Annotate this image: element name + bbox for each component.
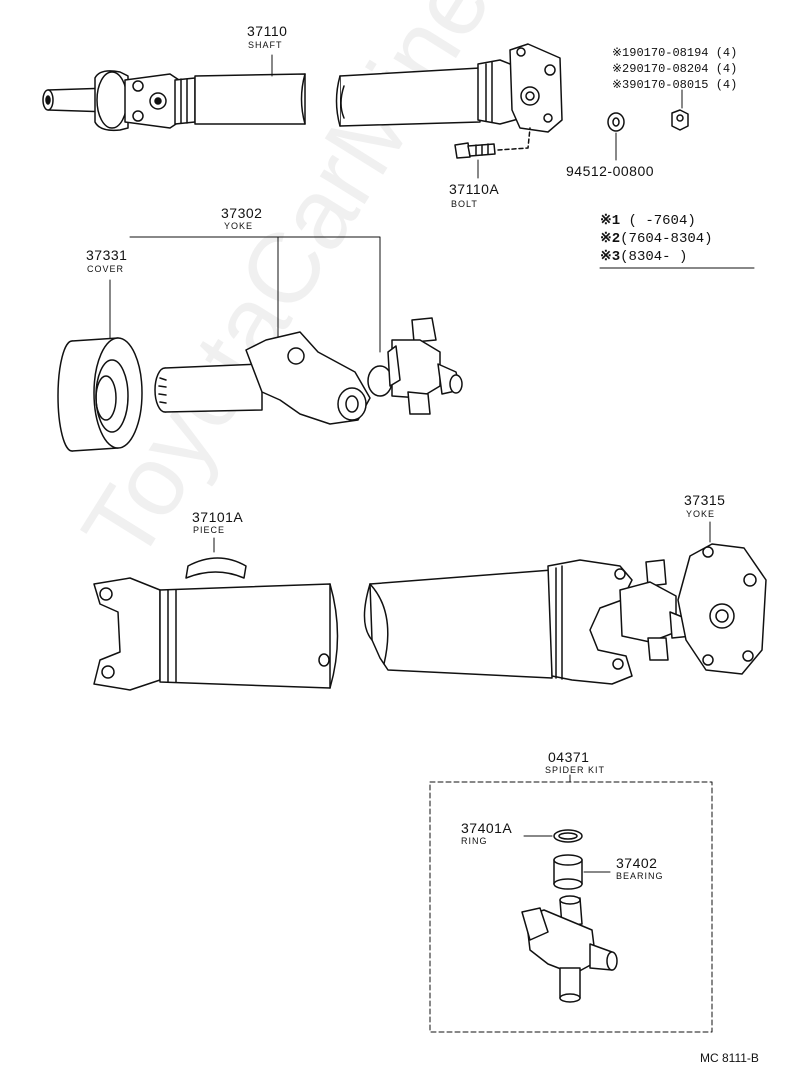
part-number-bolt: 37110A: [449, 181, 500, 197]
nut-variant-2: ※290170-08204 (4): [612, 62, 738, 76]
part-number-shaft: 37110: [247, 23, 288, 39]
legend-row-1: ※1 ( -7604): [600, 213, 696, 229]
part-name-cover: COVER: [87, 264, 125, 274]
part-number-piece: 37101A: [192, 509, 244, 525]
part-number-nut: 94512-00800: [566, 163, 655, 179]
part-number-bearing: 37402: [616, 855, 658, 871]
spider-kit-drawing: [429, 774, 713, 1033]
legend-row-2: ※2(7604-8304): [600, 231, 713, 247]
legend-row-3: ※3(8304- ): [600, 249, 688, 265]
front-yoke-drawing: [57, 236, 463, 452]
part-name-shaft: SHAFT: [248, 40, 283, 50]
nut-variant-list: ※190170-08194 (4) ※290170-08204 (4) ※390…: [612, 45, 737, 93]
shaft-assembly-drawing: [42, 43, 689, 179]
propeller-shaft-drawing: [93, 521, 767, 691]
part-name-bolt: BOLT: [451, 199, 478, 209]
part-name-spider-kit: SPIDER KIT: [545, 765, 606, 775]
part-number-ring: 37401A: [461, 820, 513, 836]
diagram-code: MC 8111-B: [700, 1051, 759, 1065]
nut-variant-3: ※390170-08015 (4): [612, 78, 738, 92]
part-name-bearing: BEARING: [616, 871, 664, 881]
part-name-piece: PIECE: [193, 525, 226, 535]
legend: ※1 ( -7604) ※2(7604-8304) ※3(8304- ): [600, 212, 713, 266]
part-name-yoke-flange: YOKE: [686, 509, 716, 519]
part-number-yoke-flange: 37315: [684, 492, 726, 508]
part-name-ring: RING: [461, 836, 488, 846]
part-number-cover: 37331: [86, 247, 128, 263]
part-number-yoke-front: 37302: [221, 205, 263, 221]
part-number-spider-kit: 04371: [548, 749, 590, 765]
part-name-yoke-front: YOKE: [224, 221, 254, 231]
nut-variant-1: ※190170-08194 (4): [612, 46, 738, 60]
